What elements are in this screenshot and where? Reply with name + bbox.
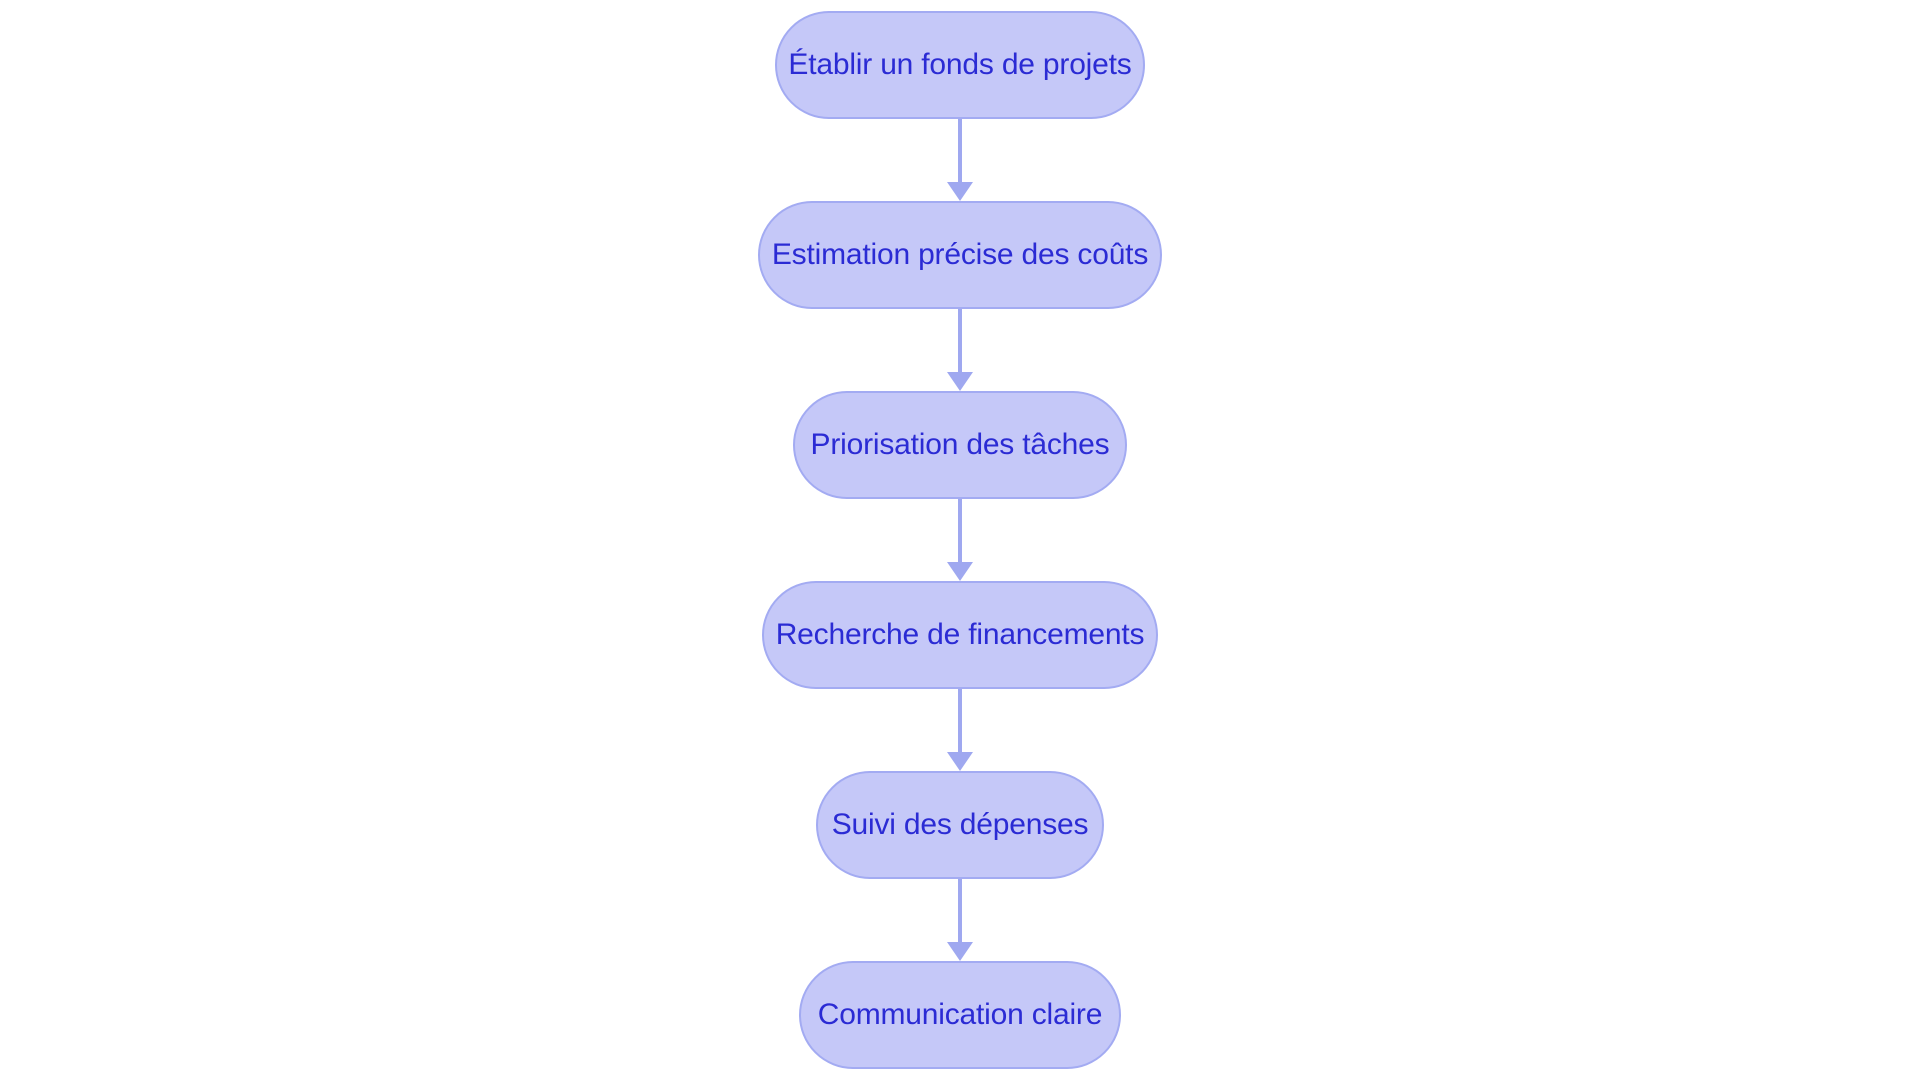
connector-line [958, 309, 962, 373]
flowchart-node-4-label: Recherche de financements [775, 618, 1145, 651]
flowchart-connector-2-3 [945, 309, 975, 391]
arrow-head-down-icon [947, 942, 973, 961]
flowchart-connector-4-5 [945, 689, 975, 771]
flowchart-connector-1-2 [945, 119, 975, 201]
flowchart-connector-3-4 [945, 499, 975, 581]
arrow-head-down-icon [947, 562, 973, 581]
arrow-head-down-icon [947, 372, 973, 391]
flowchart-node-2[interactable]: Estimation précise des coûts [758, 201, 1162, 309]
flowchart-node-5[interactable]: Suivi des dépenses [816, 771, 1104, 879]
flowchart-node-1-label: Établir un fonds de projets [788, 48, 1132, 81]
flowchart-connector-5-6 [945, 879, 975, 961]
connector-line [958, 879, 962, 943]
connector-line [958, 689, 962, 753]
connector-line [958, 119, 962, 183]
flowchart-node-4[interactable]: Recherche de financements [762, 581, 1158, 689]
arrow-head-down-icon [947, 182, 973, 201]
flowchart-node-3-label: Priorisation des tâches [810, 428, 1110, 461]
flowchart-node-2-label: Estimation précise des coûts [771, 238, 1149, 271]
arrow-head-down-icon [947, 752, 973, 771]
connector-line [958, 499, 962, 563]
flowchart-node-5-label: Suivi des dépenses [831, 808, 1089, 841]
flowchart-node-6[interactable]: Communication claire [799, 961, 1121, 1069]
flowchart-node-1[interactable]: Établir un fonds de projets [775, 11, 1145, 119]
flowchart-node-6-label: Communication claire [817, 998, 1103, 1031]
flowchart-node-3[interactable]: Priorisation des tâches [793, 391, 1127, 499]
